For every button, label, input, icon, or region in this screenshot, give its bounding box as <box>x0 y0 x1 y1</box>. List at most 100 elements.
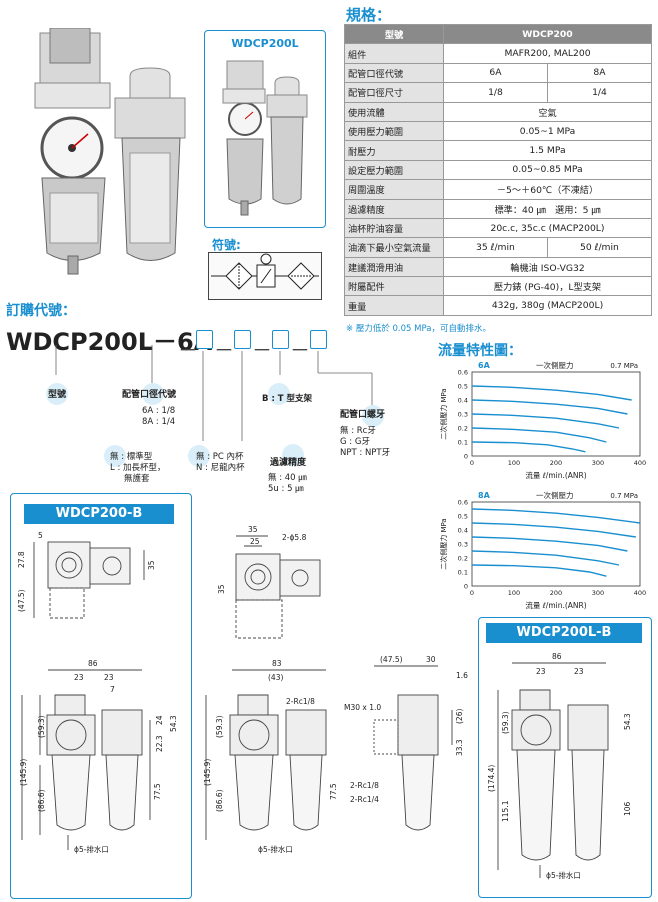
dim-label: 2-ϕ5.8 <box>282 533 307 542</box>
spec-label: 過濾精度 <box>344 198 444 219</box>
dim-label: 35 <box>147 560 156 570</box>
y-tick-label: 0.5 <box>458 383 468 391</box>
spec-label: 油杯貯油容量 <box>344 217 444 239</box>
bubble-deco <box>188 445 210 467</box>
spec-label: 周圍溫度 <box>344 179 444 200</box>
order-thread-line: 無 : Rc牙 <box>340 426 376 436</box>
spec-value: 8A <box>546 62 653 84</box>
dim-label: 25 <box>250 537 260 546</box>
code-box-cup <box>196 330 213 349</box>
series-line-0 <box>471 508 641 524</box>
dim-label: M30 x 1.0 <box>344 703 381 712</box>
code-dash: － <box>178 338 198 362</box>
bubble-deco <box>282 444 304 466</box>
x-tick-label: 200 <box>550 459 562 467</box>
dim-label: (26) <box>455 709 464 724</box>
spec-value: 壓力錶 (PG-40)，L型支架 <box>443 276 652 297</box>
symbol-diagram <box>208 252 322 300</box>
pressure-label: 0.7 MPa <box>610 492 638 500</box>
dim-label: 1.6 <box>456 671 468 680</box>
wdcp200lb-label: WDCP200L-B <box>486 623 642 643</box>
y-tick-label: 0.6 <box>458 369 468 377</box>
spec-label: 配管口徑尺寸 <box>344 82 444 103</box>
chart-title: 一次側壓力 <box>536 360 574 370</box>
y-tick-label: 0.4 <box>458 527 468 535</box>
dim-label: (59.3) <box>215 715 224 738</box>
bubble-deco <box>104 445 126 467</box>
dim-label: (59.3) <box>501 711 510 734</box>
dim-label: (145.9) <box>203 759 212 786</box>
spec-label: 組件 <box>344 43 444 64</box>
series-line-0 <box>471 385 632 401</box>
x-tick-label: 0 <box>470 589 474 597</box>
table-row: 使用流體空氣 <box>344 101 652 122</box>
order-filter-line: 5u : 5 ㎛ <box>268 484 304 494</box>
chart-title: 一次側壓力 <box>536 490 574 500</box>
series-line-2 <box>471 413 620 429</box>
wdcp200b-box <box>10 493 192 899</box>
spec-header-row: 型號 WDCP200 <box>344 23 652 45</box>
spec-header-value: WDCP200 <box>443 23 652 45</box>
dim-label: 23 <box>574 667 584 676</box>
dim-label: (47.5) <box>380 655 403 664</box>
spec-value: －5～＋60℃（不凍結） <box>443 179 652 200</box>
dim-label: 106 <box>623 801 632 816</box>
x-tick-label: 400 <box>634 459 646 467</box>
bubble-deco <box>362 405 384 427</box>
spec-label: 油滴下最小空氣流量 <box>344 237 444 258</box>
spec-label: 耐壓力 <box>344 140 444 161</box>
wdcp200lb-box <box>478 617 652 898</box>
chart-tag: 6A <box>478 361 491 370</box>
spec-note: ※ 壓力低於 0.05 MPa，可自動排水。 <box>346 324 491 334</box>
spec-value: 1/4 <box>546 82 653 103</box>
order-bracket: B : T 型支架 <box>262 394 313 404</box>
order-thread-line: NPT : NPT牙 <box>340 448 391 458</box>
code-dash: － <box>252 338 272 362</box>
series-line-3 <box>471 550 620 566</box>
spec-value: 6A <box>443 62 548 84</box>
dim-label: 54.3 <box>169 715 178 732</box>
dim-label: 24 <box>155 715 164 725</box>
order-cup-line: 無 : 標準型 <box>110 452 153 462</box>
dim-label: ϕ5-排水口 <box>74 844 109 854</box>
order-title: 訂購代號： <box>6 303 76 319</box>
x-tick-label: 300 <box>592 459 604 467</box>
dim-label: 7 <box>110 685 115 694</box>
dim-label: 22.3 <box>155 735 164 752</box>
table-row: 過濾精度標準：40 ㎛ 選用：5 ㎛ <box>344 198 652 219</box>
order-thread-title: 配管口螺牙 <box>340 410 386 420</box>
wdcp200l-photo <box>222 60 308 216</box>
dim-label: 86 <box>88 659 98 668</box>
y-tick-label: 0.2 <box>458 425 468 433</box>
y-tick-label: 0.2 <box>458 555 468 563</box>
dim-label: 77.5 <box>153 783 162 800</box>
dim-label: 115.1 <box>501 800 510 822</box>
dim-label: 23 <box>74 673 84 682</box>
spec-value: 50 ℓ/min <box>546 237 653 258</box>
spec-value: 20c.c, 35c.c (MACP200L) <box>443 217 652 239</box>
order-filter-title: 過濾精度 <box>270 458 307 468</box>
spec-value: MAFR200, MAL200 <box>443 43 652 64</box>
series-line-1 <box>471 522 636 538</box>
order-cup-line: 無護套 <box>124 474 150 484</box>
y-axis-label: 二次側壓力 MPa <box>439 388 448 439</box>
dim-label: 2-Rc1/8 <box>350 781 379 790</box>
dim-label: 27.8 <box>17 551 26 568</box>
spec-label: 附屬配件 <box>344 276 444 297</box>
code-box-bracket <box>272 330 289 349</box>
dim-label: 77.5 <box>329 783 338 800</box>
x-tick-label: 100 <box>508 459 520 467</box>
chart-tag: 8A <box>478 491 491 500</box>
dim-label: 23 <box>104 673 114 682</box>
code-dash: － <box>290 338 310 362</box>
spec-value: 0.05~0.85 MPa <box>443 159 652 181</box>
order-port-title: 配管口徑代號 <box>122 390 177 400</box>
spec-value: 標準：40 ㎛ 選用：5 ㎛ <box>443 198 652 219</box>
